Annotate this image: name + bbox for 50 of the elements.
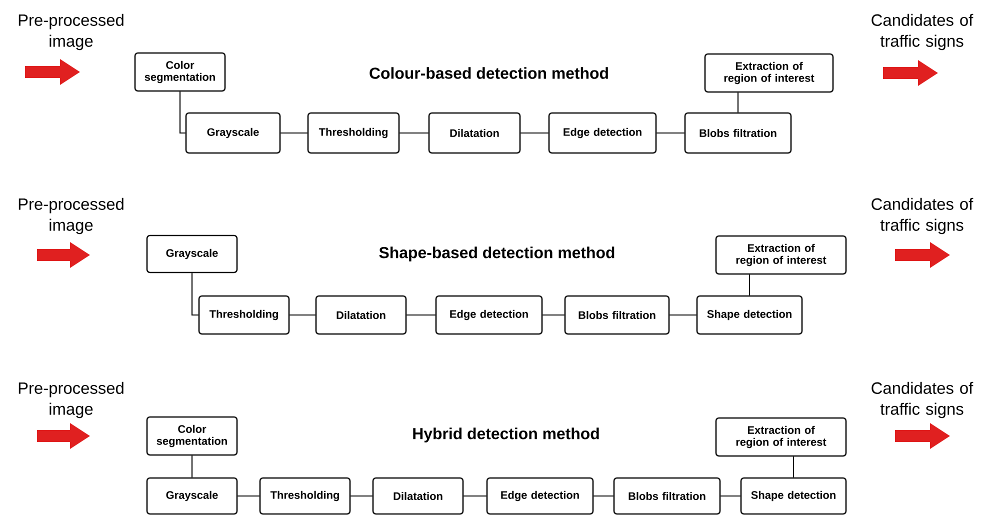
connector-line [238, 495, 260, 497]
connector-line [290, 314, 316, 316]
process-box: Grayscale [146, 477, 238, 515]
connector-line [191, 456, 193, 478]
process-box: Thresholding [198, 295, 290, 335]
io-label: Candidates of traffic signs [872, 198, 974, 234]
connector-line [737, 92, 739, 112]
process-box: Extraction of region of interest [715, 235, 847, 275]
connector-line [520, 132, 548, 134]
process-box: Extraction of region of interest [715, 417, 847, 457]
connector-line [280, 132, 308, 134]
io-label: Candidates of traffic signs [872, 382, 974, 418]
io-label: Candidates of traffic signs [872, 14, 974, 50]
section-title: Colour-based detection method [370, 67, 608, 79]
connector-line [792, 456, 794, 478]
process-box: Dilatation [428, 112, 521, 154]
connector-line [670, 314, 696, 316]
process-box: Thresholding [259, 477, 351, 515]
connector-line [464, 495, 486, 497]
process-box: Edge detection [486, 477, 594, 515]
process-box: Edge detection [435, 295, 543, 335]
process-box: Thresholding [307, 112, 400, 154]
connector-line [720, 495, 740, 497]
process-box: Dilatation [315, 295, 407, 335]
process-box: Color segmentation [146, 416, 238, 456]
process-box: Blobs filtration [564, 295, 670, 335]
process-box: Dilatation [372, 477, 464, 515]
process-box: Color segmentation [134, 52, 226, 92]
process-box: Shape detection [696, 295, 803, 335]
connector-line [656, 132, 684, 134]
connector-line [748, 274, 750, 296]
io-label: Pre-processed image [18, 198, 124, 234]
section-title: Hybrid detection method [413, 428, 599, 442]
process-box: Blobs filtration [613, 477, 721, 515]
process-box: Blobs filtration [684, 112, 792, 154]
process-box: Shape detection [740, 477, 847, 515]
connector-line [191, 273, 198, 316]
connector-line [350, 495, 372, 497]
connector-line [542, 314, 564, 316]
connector-line [400, 132, 428, 134]
io-label: Pre-processed image [18, 14, 124, 50]
connector-line [179, 92, 186, 134]
section-title: Shape-based detection method [379, 246, 614, 262]
process-box: Extraction of region of interest [704, 53, 834, 93]
io-label: Pre-processed image [18, 382, 124, 418]
process-box: Grayscale [185, 112, 281, 154]
process-box: Edge detection [548, 112, 657, 154]
process-box: Grayscale [146, 234, 238, 274]
connector-line [406, 314, 436, 316]
connector-line [594, 495, 614, 497]
